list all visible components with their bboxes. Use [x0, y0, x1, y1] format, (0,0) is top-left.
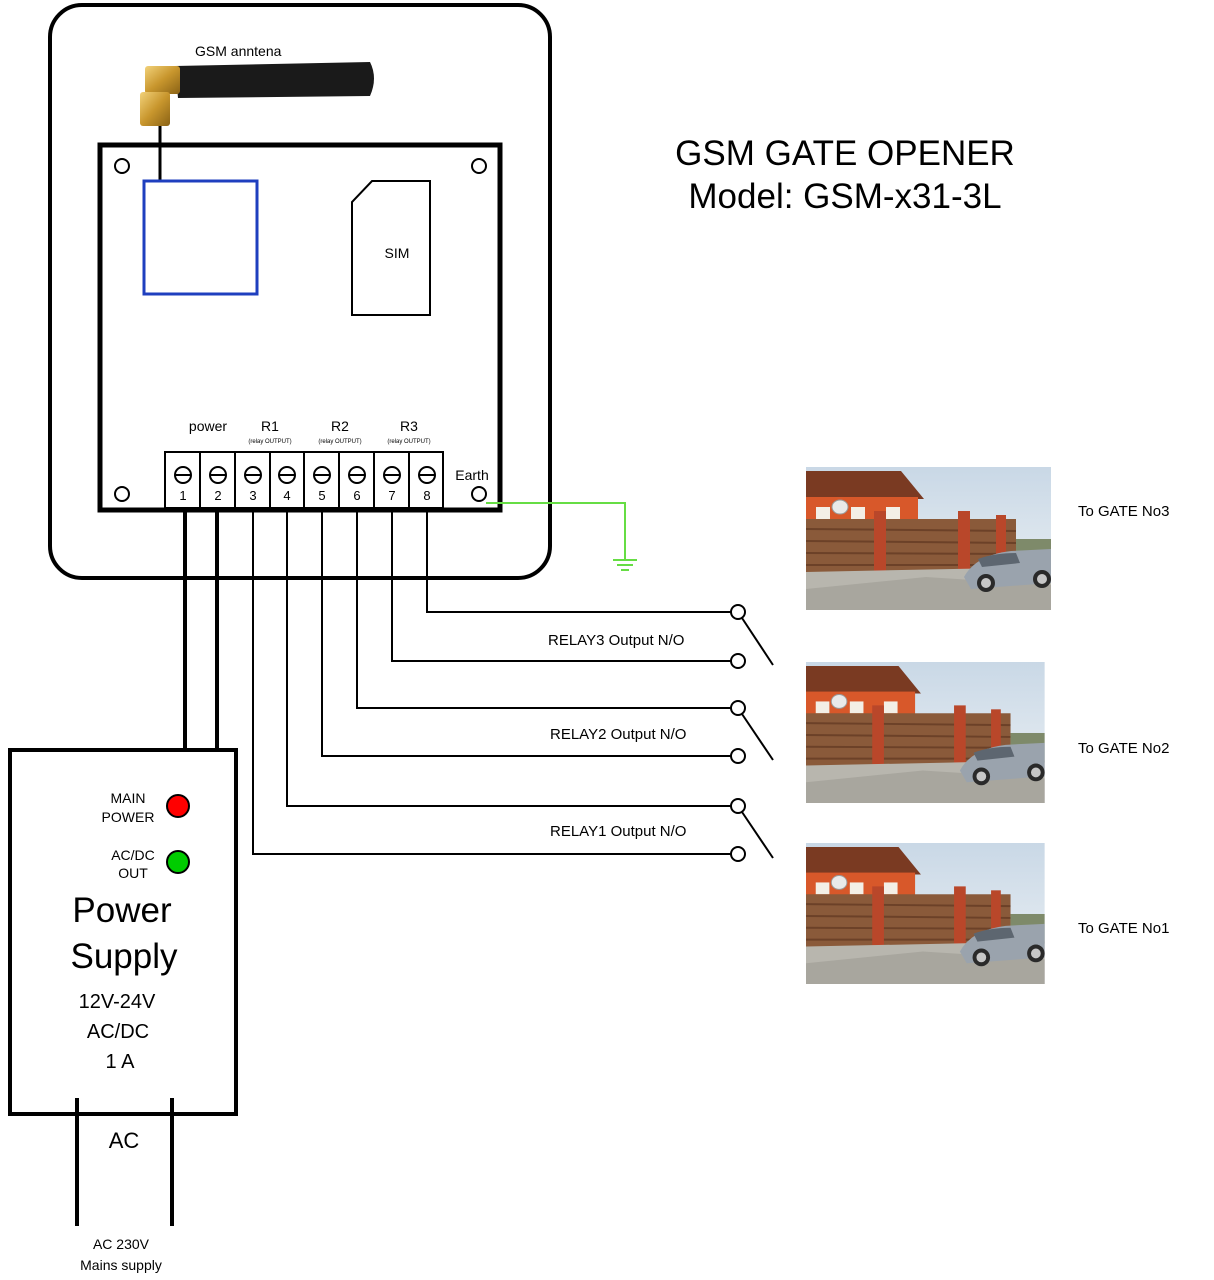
mains-label-2: Mains supply — [80, 1257, 162, 1273]
terminal-5: 5 — [318, 488, 325, 503]
relay3-label: RELAY3 Output N/O — [548, 632, 684, 649]
antenna-label: GSM anntena — [195, 43, 282, 59]
earth-terminal — [471, 486, 487, 502]
label-r2-note: (relay OUTPUT) — [318, 439, 361, 445]
gate2-photo — [805, 661, 1046, 804]
relay2-label: RELAY2 Output N/O — [550, 726, 686, 743]
sim-card — [351, 180, 431, 316]
sim-label: SIM — [385, 245, 410, 261]
gate2-label: To GATE No2 — [1078, 740, 1169, 757]
psu-title-1: Power — [72, 891, 172, 930]
power-wires — [183, 508, 219, 752]
earth-wire — [486, 502, 626, 560]
acdc-out-label-1: AC/DC — [111, 847, 155, 863]
mount-hole-tr — [471, 158, 487, 174]
acdc-out-label-2: OUT — [118, 865, 148, 881]
gsm-antenna — [140, 62, 374, 182]
ac-wires — [75, 1098, 174, 1226]
terminal-4: 4 — [283, 488, 290, 503]
terminal-screws — [174, 466, 436, 484]
ac-label: AC — [109, 1128, 140, 1153]
main-power-label-1: MAIN — [111, 790, 146, 806]
psu-title-2: Supply — [70, 937, 178, 976]
gate1-photo — [805, 842, 1046, 985]
pcb-board — [97, 142, 503, 513]
acdc-out-led — [166, 850, 190, 874]
title-line2: Model: GSM-x31-3L — [688, 177, 1001, 216]
relay2-switch — [730, 700, 774, 764]
relay-wires — [252, 508, 731, 855]
psu-spec-current: 1 A — [106, 1051, 136, 1073]
label-r3-note: (relay OUTPUT) — [387, 439, 430, 445]
gsm-module — [142, 179, 259, 296]
label-r3: R3 — [400, 418, 418, 434]
power-supply-box — [8, 748, 238, 1116]
device-enclosure — [48, 3, 552, 580]
mains-label-1: AC 230V — [93, 1236, 150, 1252]
gate3-photo — [805, 466, 1052, 611]
relay1-switch — [730, 798, 774, 862]
ground-symbol — [613, 559, 637, 571]
terminal-6: 6 — [353, 488, 360, 503]
title-line1: GSM GATE OPENER — [675, 134, 1015, 173]
terminal-1: 1 — [179, 488, 186, 503]
gate3-label: To GATE No3 — [1078, 503, 1169, 520]
label-r2: R2 — [331, 418, 349, 434]
label-r1: R1 — [261, 418, 279, 434]
label-r1-note: (relay OUTPUT) — [248, 439, 291, 445]
earth-label: Earth — [455, 467, 488, 483]
mount-hole-bl — [114, 486, 130, 502]
label-power: power — [189, 418, 227, 434]
terminal-7: 7 — [388, 488, 395, 503]
terminal-3: 3 — [249, 488, 256, 503]
terminal-8: 8 — [423, 488, 430, 503]
main-power-label-2: POWER — [102, 809, 155, 825]
psu-spec-voltage: 12V-24V — [79, 991, 156, 1013]
terminal-2: 2 — [214, 488, 221, 503]
main-power-led — [166, 794, 190, 818]
psu-spec-type: AC/DC — [87, 1021, 149, 1043]
relay3-switch — [730, 604, 774, 669]
terminal-block — [164, 451, 444, 509]
relay1-label: RELAY1 Output N/O — [550, 823, 686, 840]
gate1-label: To GATE No1 — [1078, 920, 1169, 937]
mount-hole-tl — [114, 158, 130, 174]
